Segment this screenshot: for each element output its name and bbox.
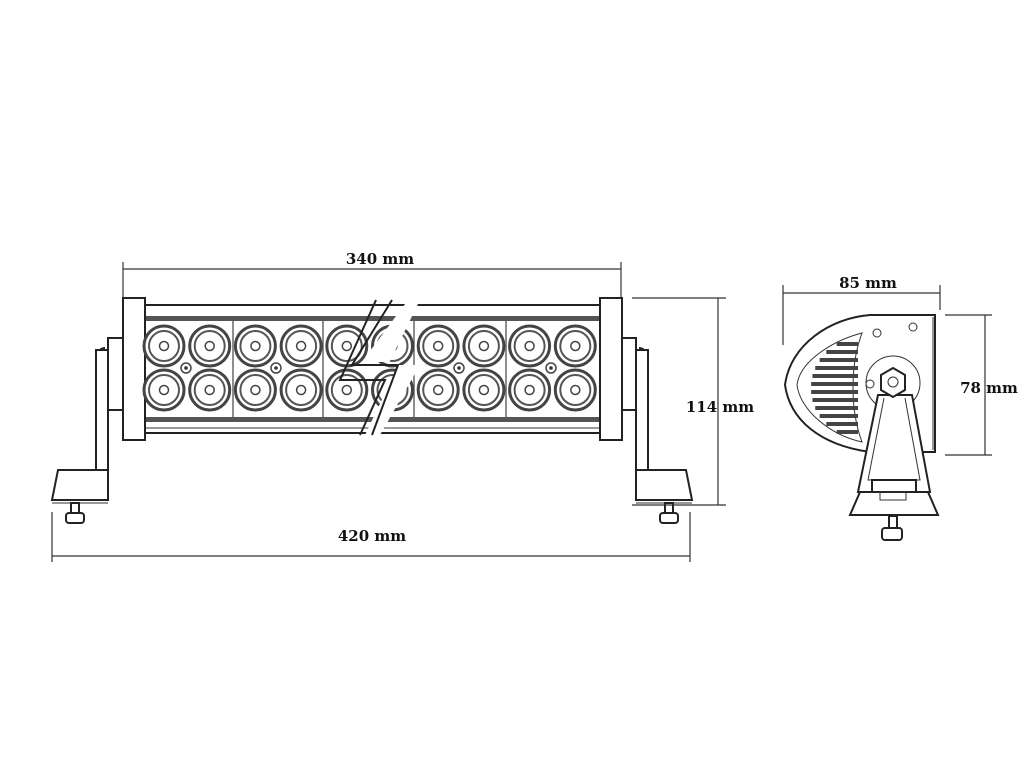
screw <box>453 362 465 374</box>
led-lens <box>416 324 460 368</box>
mounting-bracket-right <box>620 337 694 524</box>
side-view <box>783 314 940 541</box>
dimension-78: 78 mm <box>945 314 1018 456</box>
end-cap-right <box>599 297 623 441</box>
led-lens <box>233 324 277 368</box>
screw <box>270 362 282 374</box>
mounting-bracket-left <box>50 337 124 524</box>
dimension-114: 114 mm <box>632 297 754 506</box>
break-symbol <box>338 299 400 436</box>
led-lens <box>416 368 460 412</box>
led-lens <box>508 368 552 412</box>
led-lens <box>188 368 232 412</box>
led-lens <box>233 368 277 412</box>
led-lens <box>325 368 369 412</box>
screw <box>180 362 192 374</box>
dimension-label-85: 85 mm <box>839 274 897 292</box>
led-lens <box>188 324 232 368</box>
dimension-420: 420 mm <box>51 512 691 562</box>
front-view <box>50 297 694 524</box>
end-cap-left <box>122 297 146 441</box>
dimension-label-78: 78 mm <box>960 379 1018 397</box>
dimension-340: 340 mm <box>122 250 622 300</box>
screw <box>545 362 557 374</box>
led-array <box>142 321 597 417</box>
dimension-label-420: 420 mm <box>338 527 406 545</box>
led-lens <box>142 324 186 368</box>
led-lens <box>553 324 597 368</box>
led-lens <box>279 368 323 412</box>
led-lens <box>462 324 506 368</box>
dimension-label-340: 340 mm <box>346 250 414 268</box>
dimension-85: 85 mm <box>782 274 941 345</box>
pivot-nut <box>880 366 906 399</box>
led-lens <box>462 368 506 412</box>
dimension-label-114: 114 mm <box>686 398 754 416</box>
led-lens <box>553 368 597 412</box>
led-lens <box>279 324 323 368</box>
led-lens <box>142 368 186 412</box>
heatsink-fins <box>811 342 858 434</box>
led-lens <box>508 324 552 368</box>
